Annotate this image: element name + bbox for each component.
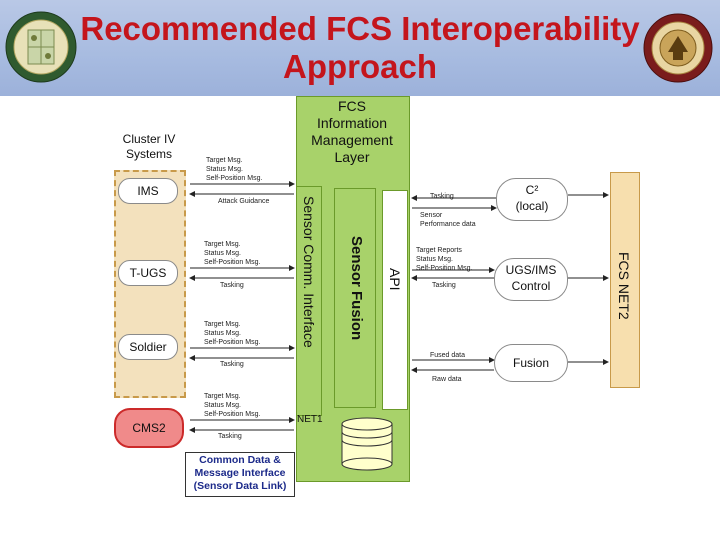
ugs-ims-control-node: UGS/IMS Control [494, 258, 568, 301]
target-reports-line-2: Status Msg. [416, 256, 453, 263]
cms2-node: CMS2 [114, 408, 184, 448]
common-data-line-3: (Sensor Data Link) [193, 480, 287, 492]
fused-data-label: Fused data [430, 352, 466, 359]
fcs-info-layer-label: FCS Information Management Layer [300, 98, 404, 166]
cluster-label-line-2: Systems [125, 147, 172, 161]
attack-guidance-label: Attack Guidance [218, 198, 270, 205]
soldier-msg-1: Target Msg. [204, 321, 241, 328]
target-reports-line-1: Target Reports [416, 247, 462, 254]
c2-line-2: (local) [515, 199, 549, 213]
cms2-msg-2: Status Msg. [204, 402, 241, 409]
tugs-msg-3: Self-Position Msg. [204, 259, 261, 266]
sensor-fusion-bar [334, 188, 376, 408]
common-data-line-1: Common Data & [199, 454, 281, 466]
cms2-tasking-label: Tasking [218, 433, 242, 440]
tugs-node: T-UGS [118, 260, 178, 286]
ugs-ims-line-2: Control [511, 279, 551, 293]
ims-node: IMS [118, 178, 178, 204]
header-band [0, 0, 720, 96]
soldier-msg-2: Status Msg. [204, 330, 241, 337]
target-reports-line-3: Self-Position Msg. [416, 265, 473, 272]
soldier-tasking-label: Tasking [220, 361, 244, 368]
tugs-message-list: Target Msg. Status Msg. Self-Position Ms… [204, 240, 260, 267]
info-layer-line-1: FCS [338, 98, 366, 114]
common-data-interface-box: Common Data & Message Interface (Sensor … [185, 452, 295, 497]
info-layer-line-4: Layer [334, 149, 370, 165]
smd-detachment-logo [4, 10, 78, 84]
ims-message-list: Target Msg. Status Msg. Self-Position Ms… [206, 156, 262, 183]
sensor-comm-interface-bar [296, 186, 322, 416]
database-icon [340, 416, 394, 472]
tugs-msg-2: Status Msg. [204, 250, 241, 257]
title-line-2: Approach [282, 48, 437, 85]
sensor-performance-label: Sensor Performance data [420, 211, 476, 229]
soldier-message-list: Target Msg. Status Msg. Self-Position Ms… [204, 320, 260, 347]
tugs-msg-1: Target Msg. [204, 241, 241, 248]
right-tasking-top-label: Tasking [430, 193, 454, 200]
sensor-perf-line-1: Sensor [420, 212, 443, 219]
cluster-label-line-1: Cluster IV [122, 132, 176, 146]
soldier-node: Soldier [118, 334, 178, 360]
sensor-perf-line-2: Performance data [420, 221, 476, 228]
c2-local-node: C² (local) [496, 178, 568, 221]
title-line-1: Recommended FCS Interoperability [80, 10, 640, 47]
info-layer-line-3: Management [311, 132, 393, 148]
target-reports-list: Target Reports Status Msg. Self-Position… [416, 246, 472, 273]
cms2-msg-1: Target Msg. [204, 393, 241, 400]
right-tasking-mid-label: Tasking [432, 282, 456, 289]
fusion-node: Fusion [494, 344, 568, 382]
ims-msg-1: Target Msg. [206, 157, 243, 164]
raw-data-label: Raw data [432, 376, 462, 383]
cluster-iv-label: Cluster IV Systems [108, 132, 190, 162]
tugs-tasking-label: Tasking [220, 282, 244, 289]
university-seal-logo [642, 12, 714, 84]
cms2-msg-3: Self-Position Msg. [204, 411, 261, 418]
common-data-line-2: Message Interface [194, 467, 286, 479]
api-bar [382, 190, 408, 410]
ugs-ims-line-1: UGS/IMS [505, 263, 557, 277]
c2-line-1: C² [525, 183, 539, 197]
cms2-message-list: Target Msg. Status Msg. Self-Position Ms… [204, 392, 260, 419]
fcs-net2-bar [610, 172, 640, 388]
info-layer-line-2: Information [316, 115, 388, 131]
slide-title: Recommended FCS Interoperability Approac… [80, 10, 640, 86]
ims-msg-2: Status Msg. [206, 166, 243, 173]
soldier-msg-3: Self-Position Msg. [204, 339, 261, 346]
ims-msg-3: Self-Position Msg. [206, 175, 263, 182]
net1-label: NET1 [297, 414, 323, 425]
